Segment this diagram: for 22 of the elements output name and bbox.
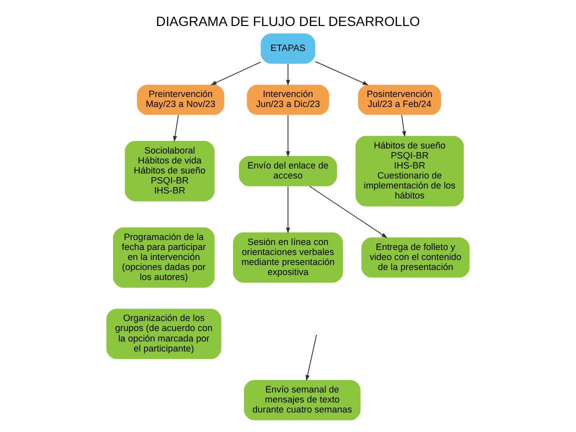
- arrow: [173, 114, 179, 142]
- arrow: [286, 114, 290, 158]
- node-box: Envío del enlace de acceso: [238, 156, 338, 186]
- node-box: Preintervención May/23 a Nov/23: [136, 84, 224, 115]
- node-box: Programación de la fecha para participar en la intervención (opciones dadas por los autores): [113, 227, 215, 288]
- node-box: Envío semanal de mensajes de texto durante cuatro semanas: [244, 380, 361, 420]
- arrow: [286, 63, 290, 86]
- diagram-title: DIAGRAMA DE FLUJO DEL DESARROLLO: [156, 14, 420, 29]
- arrow: [309, 186, 388, 238]
- arrow: [210, 62, 262, 86]
- node-box: Sociolaboral Hábitos de vida Hábitos de sueño PSQI-BR IHS-BR: [124, 140, 215, 202]
- arrow: [314, 61, 369, 86]
- arrow: [306, 334, 317, 381]
- node-box: Entrega de folleto y video con el contenido de la presentación: [361, 237, 470, 278]
- node-box: Organización de los grupos (de acuerdo con la opción marcada por el participante): [106, 308, 222, 360]
- arrow: [401, 114, 406, 138]
- node-box: Hábitos de sueño PSQI-BR IHS-BR Cuestionario de implementación de los hábitos: [356, 136, 464, 206]
- node-box: Sesión en línea con orientaciones verbales mediante presentación expositiva: [233, 232, 343, 283]
- node-box: Posintervención Jul/23 a Feb/24: [358, 84, 442, 115]
- node-box: ETAPAS: [260, 34, 316, 64]
- node-box: Intervención Jun/23 a Dic/23: [246, 84, 330, 115]
- arrow: [286, 186, 290, 234]
